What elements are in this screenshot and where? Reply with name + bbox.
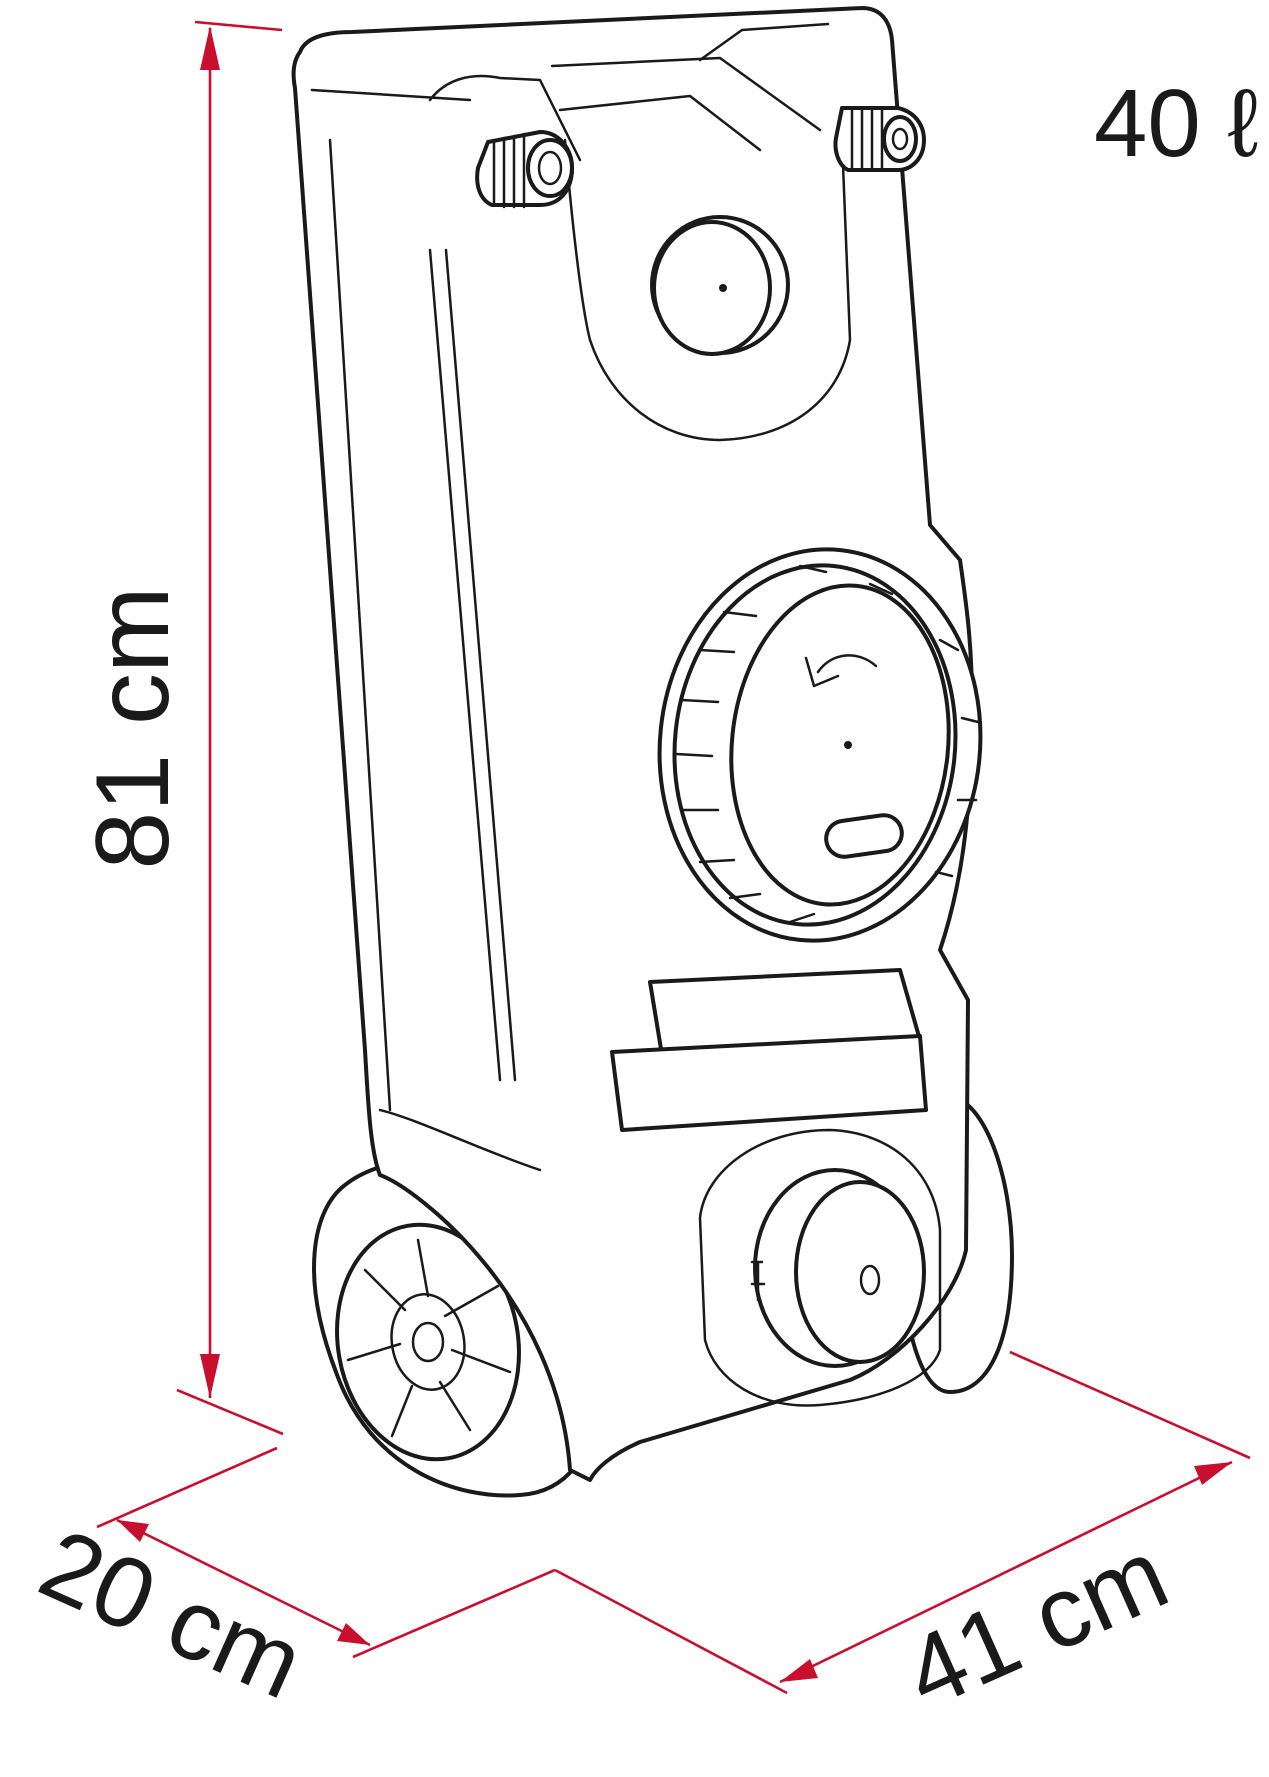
width-arrow-left [780,1659,818,1682]
lower-label-plate [610,1034,928,1132]
capacity-label: 40 ℓ [1094,70,1258,177]
handle-recess-left [428,74,582,162]
right-connector-opening [882,115,918,163]
depth-extension-front [352,1568,556,1659]
left-connector-inner [537,150,563,186]
depth-arrow-right [337,1623,370,1645]
height-dimension-label: 81 cm [75,586,191,869]
side-panel-line-outer [428,248,502,1082]
left-hose-connector [475,130,574,209]
top-cap-recess [563,138,852,442]
side-edge-line [328,138,392,1112]
left-wheel-rim [335,1222,521,1462]
width-arrow-right [1194,1462,1232,1485]
top-edge-line [310,88,472,102]
height-arrow-top [200,26,220,70]
top-cap-center-dot [719,284,727,292]
height-top-extension-line [194,20,283,32]
depth-dimension-label: 20 cm [25,1507,319,1720]
turn-arrow-curve [816,654,878,674]
depth-dimension-line [116,1518,371,1647]
handle-inner-line [558,94,762,152]
dimension-lines [96,20,1251,1695]
width-dimension-label: 41 cm [889,1517,1183,1730]
large-cap-center-dot [844,741,852,749]
tank-drawing [291,6,1014,1498]
width-extension-front [554,1568,788,1695]
drain-cap-face [794,1180,926,1364]
width-extension-back [1009,1350,1251,1460]
height-arrow-bottom [200,1354,220,1398]
drain-outlet [698,1128,942,1407]
drain-recess [698,1128,942,1407]
handle-rib-line [698,22,830,62]
right-hose-connector [833,106,926,172]
large-cap-grip-slot [824,813,904,859]
depth-arrow-left [117,1520,149,1542]
left-wheel-hub-ring [390,1293,466,1391]
drain-cap-latch [750,1260,766,1302]
side-panel-line-inner [444,248,517,1082]
left-connector-ribs [492,132,526,209]
top-cap-face [652,220,772,356]
depth-extension-back [96,1446,278,1529]
handle-top-line [550,56,822,132]
right-connector-inner [891,127,909,151]
drain-cap-hole [859,1264,881,1296]
right-connector-ribs [850,106,884,172]
height-bottom-extension-line [176,1388,284,1436]
large-screw-cap [657,547,983,943]
large-cap-grip-ridges [674,564,980,924]
width-dimension-line [779,1460,1233,1684]
left-wheel-axle [411,1321,445,1363]
top-filler-cap [650,215,790,356]
turn-arrow-head [804,656,840,688]
left-wheel-spokes [346,1238,512,1438]
left-connector-opening [526,138,574,198]
lower-body-curve [378,1108,542,1172]
